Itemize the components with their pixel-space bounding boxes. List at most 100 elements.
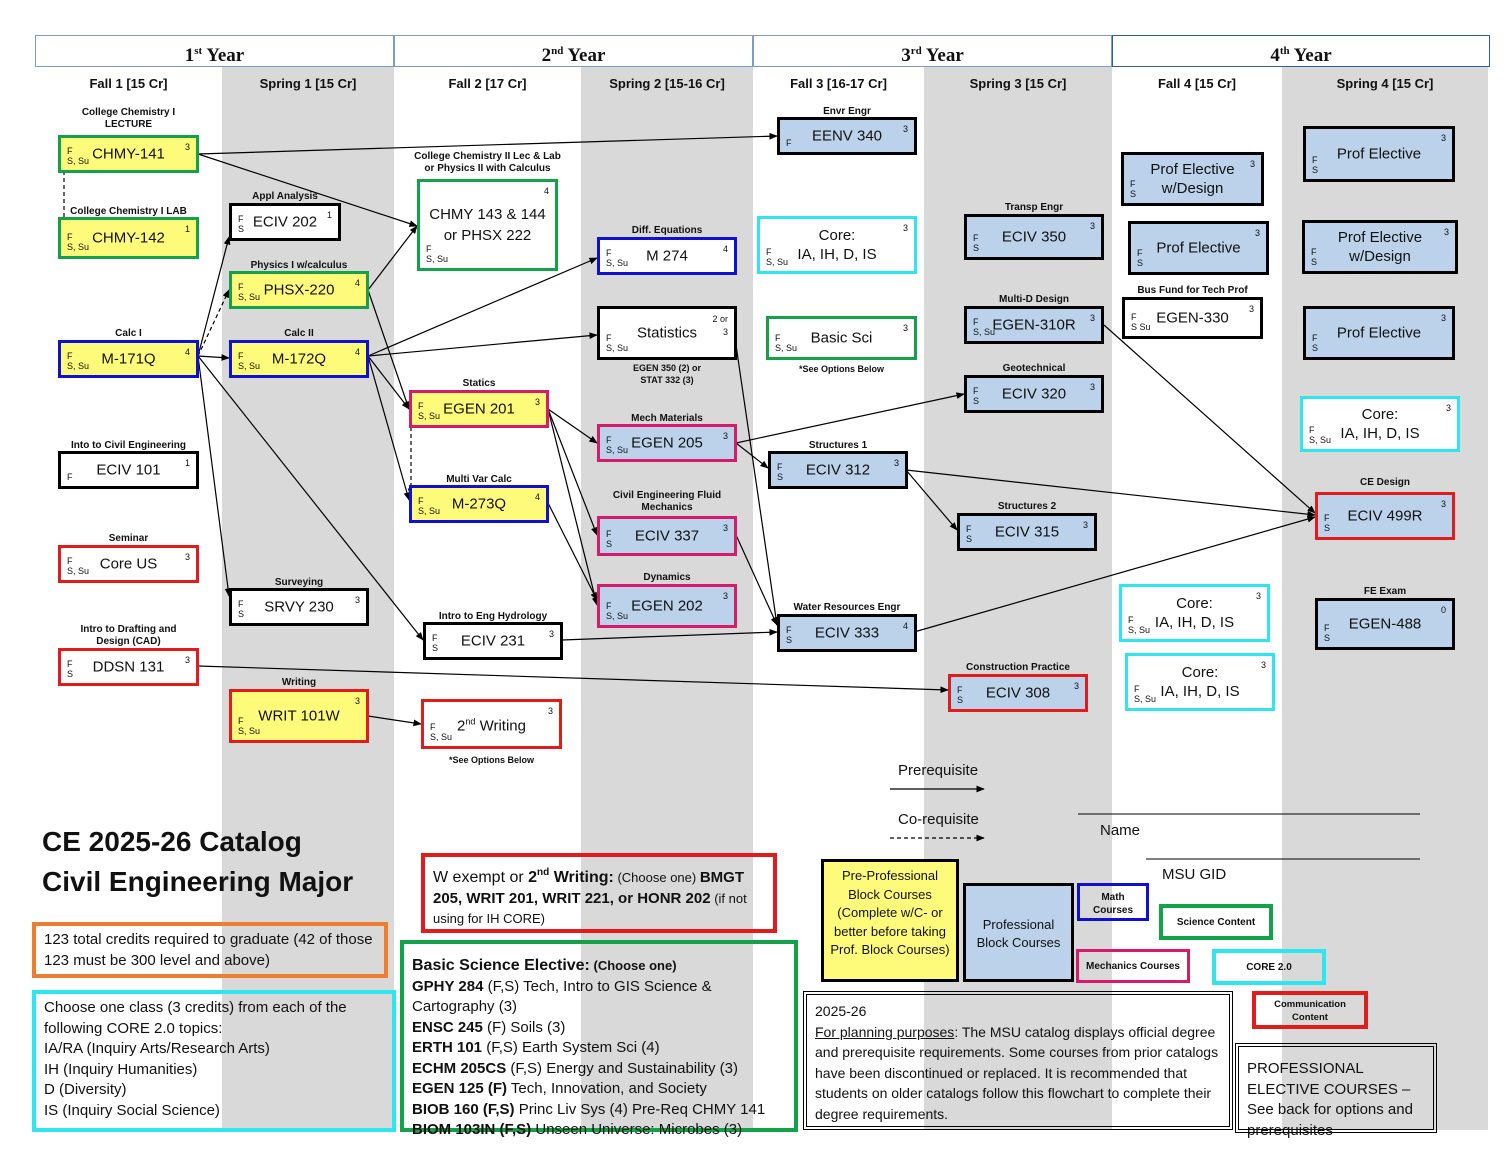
arrow	[547, 408, 599, 606]
arrow	[367, 715, 422, 727]
arrow	[367, 289, 410, 410]
course-label: FE Exam	[1363, 586, 1407, 597]
gid-label: MSU GID	[1162, 866, 1227, 883]
course-label: College Chemistry II Lec & Lab or Physic…	[414, 151, 561, 174]
arrow	[735, 442, 769, 469]
basic-science-options: Basic Science Elective: (Choose one) GPH…	[400, 940, 798, 1138]
arrow	[197, 236, 231, 357]
arrow	[367, 355, 410, 410]
arrow	[197, 354, 230, 361]
course-label: Multi-D Design	[999, 294, 1069, 305]
arrow	[561, 628, 778, 641]
arrow	[197, 153, 418, 227]
course-label: Dynamics	[643, 572, 691, 583]
course-label: College Chemistry I LECTURE	[81, 107, 176, 130]
writing-options-note: W exempt or 2nd Writing: (Choose one) BM…	[421, 853, 777, 933]
credits-note: 123 total credits required to graduate (…	[32, 922, 388, 978]
arrow	[735, 534, 778, 626]
course-label: Transp Engr	[1004, 202, 1064, 213]
semester-header: Fall 4 [15 Cr]	[1157, 76, 1237, 91]
arrow	[547, 408, 598, 536]
arrow	[735, 344, 780, 626]
course-label: Calc II	[284, 328, 314, 339]
arrow	[367, 332, 598, 357]
legend-math: Math Courses	[1077, 883, 1149, 921]
legend-communication: Communication Content	[1252, 991, 1368, 1029]
course-label: Structures 2	[997, 501, 1057, 512]
legend-prereq-label: Prerequisite	[898, 762, 979, 779]
arrow	[367, 257, 598, 357]
arrow	[197, 132, 778, 155]
semester-header: Spring 2 [15-16 Cr]	[609, 76, 725, 91]
semester-header: Spring 1 [15 Cr]	[259, 76, 357, 91]
course-label: Surveying	[274, 577, 324, 588]
course-label: Seminar	[108, 533, 149, 544]
arrow	[197, 355, 232, 597]
course-label: Structures 1	[808, 440, 868, 451]
page-title: CE 2025-26 Catalog	[42, 826, 302, 857]
legend-mechanics: Mechanics Courses	[1076, 949, 1190, 983]
page-subtitle: Civil Engineering Major	[42, 866, 354, 897]
semester-header: Fall 2 [17 Cr]	[448, 76, 527, 91]
course-label: Calc I	[115, 328, 142, 339]
course-label: Multi Var Calc	[446, 474, 512, 485]
arrow	[547, 408, 598, 444]
year-header-4: 4th Year	[1112, 35, 1490, 67]
semester-header: Spring 4 [15 Cr]	[1336, 76, 1434, 91]
course-label: Writing	[281, 677, 317, 688]
course-note: EGEN 350 (2) or STAT 332 (3)	[632, 363, 702, 385]
course-label: Appl Analysis	[252, 191, 318, 202]
course-label: Intro to Eng Hydrology	[438, 611, 548, 622]
course-note: *See Options Below	[448, 755, 535, 765]
year-header-3: 3rd Year	[753, 35, 1112, 67]
course-label: Intro to Drafting and Design (CAD)	[80, 624, 177, 647]
course-label: Envr Engr	[823, 106, 871, 117]
legend-coreq-label: Co-requisite	[898, 811, 979, 828]
year-header-1: 1st Year	[35, 35, 394, 67]
course-label: Mech Materials	[631, 413, 703, 424]
name-label: Name	[1100, 822, 1141, 839]
